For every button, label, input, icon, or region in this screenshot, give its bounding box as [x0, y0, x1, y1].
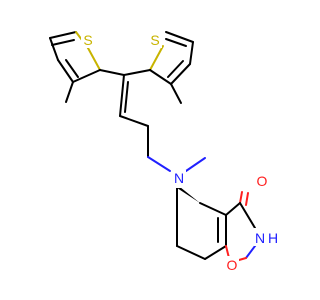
bond: [165, 38, 187, 47]
n-methyl-bond: [185, 157, 206, 172]
bond: [99, 69, 125, 76]
bond: [49, 31, 77, 39]
ring-oxygen-atom: O: [227, 257, 238, 273]
bond: [204, 245, 227, 260]
atom-labels: S S N O N H O: [81, 30, 282, 274]
bond: [199, 202, 227, 216]
double-bond: [119, 74, 125, 117]
bond: [170, 63, 191, 85]
bond: [65, 59, 79, 78]
bond: [167, 60, 184, 78]
methyl-bond: [170, 83, 182, 104]
bond: [51, 39, 75, 46]
bond: [87, 47, 101, 71]
stereo-wedge: [174, 186, 200, 203]
butenyl-chain: [99, 69, 171, 172]
sulfur-atom-left: S: [83, 32, 92, 48]
bond: [176, 245, 206, 260]
bond: [149, 69, 172, 85]
bond: [225, 202, 241, 216]
bond: [119, 115, 149, 127]
benzisoxazole-ring: [174, 185, 259, 263]
molecule-structure: S S N O N H O: [49, 30, 282, 274]
bond: [57, 59, 74, 83]
bond: [72, 69, 101, 83]
bond: [123, 69, 151, 76]
sulfur-atom-right: S: [150, 32, 159, 48]
left-thiophene-ring: [49, 31, 101, 103]
right-thiophene-ring: [149, 31, 194, 104]
bond: [49, 37, 59, 61]
bond: [165, 31, 194, 43]
amine-nitrogen-atom: N: [174, 170, 184, 186]
methyl-bond: [65, 81, 74, 103]
bond: [149, 45, 164, 71]
carbonyl-oxygen-atom: O: [257, 173, 268, 189]
bond: [189, 41, 194, 65]
carbonyl-bond: [245, 192, 249, 206]
bond: [239, 202, 256, 229]
double-bond: [124, 81, 129, 113]
ring-nitrogen-atom: N: [255, 230, 265, 246]
ring-hydrogen-atom: H: [268, 230, 278, 246]
carbonyl-bond: [239, 191, 243, 204]
bond: [147, 156, 171, 172]
